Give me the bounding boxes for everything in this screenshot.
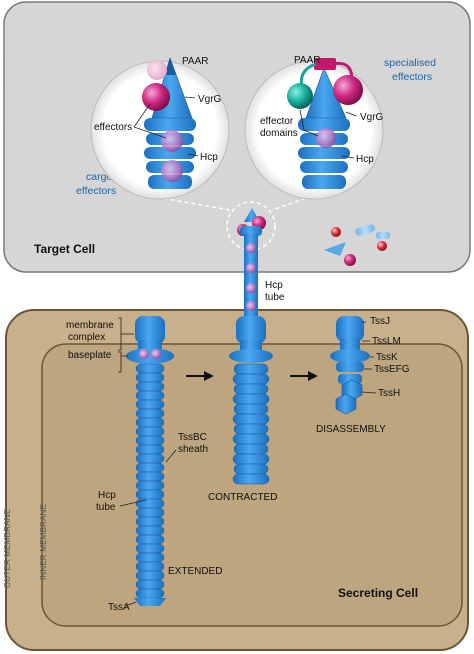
right-hcp-label: Hcp [356, 154, 374, 165]
contracted-sheath-ring [233, 423, 269, 435]
extended-sheath-ring [135, 534, 165, 545]
extended-sheath-ring [135, 381, 165, 392]
extended-machine [126, 316, 174, 606]
specialised-effectors-label-line1: specialised [384, 57, 436, 69]
disassembly-machine [330, 316, 370, 415]
left-paar-tip [165, 58, 176, 75]
arrow-extended-to-contracted [186, 371, 214, 381]
tssa-label: TssA [108, 602, 130, 613]
contracted-sheath-ring [232, 393, 270, 405]
right-zoom-sphere [244, 58, 384, 200]
right-paar-block [314, 58, 336, 70]
tssj-label: TssJ [370, 316, 390, 327]
extended-sheath-ring [135, 417, 165, 428]
arrow-contracted-to-disassembly [290, 371, 318, 381]
released-effectors [324, 224, 390, 266]
extended-sheath-ring [135, 435, 165, 446]
specialised-effectors-label-line2: effectors [392, 71, 432, 83]
extended-sheath-ring [135, 561, 165, 572]
left-paar-label: PAAR [182, 56, 209, 67]
extended-sheath-ring [135, 471, 165, 482]
left-effector-magenta [142, 83, 170, 111]
left-effectors-label: effectors [94, 122, 132, 133]
tssbc-sheath-label-line1: TssBC [178, 432, 207, 443]
cargo-effectors-label-line1: cargo [86, 171, 112, 183]
extended-sheath-ring [135, 588, 165, 599]
extended-sheath-ring [135, 372, 165, 383]
baseplate-label: baseplate [68, 350, 112, 361]
extended-sheath-ring [135, 444, 165, 455]
contracted-sheath-ring [233, 463, 269, 475]
right-effector-domain [316, 128, 336, 148]
outer-membrane-label: OUTER MEMBRANE [3, 509, 12, 588]
disassembly-state-label: DISASSEMBLY [316, 424, 386, 435]
target-cell-title: Target Cell [34, 242, 95, 256]
tssefg-label: TssEFG [374, 364, 410, 375]
secreting-cell-title: Secreting Cell [338, 586, 418, 600]
right-vgrg-label: VgrG [360, 112, 384, 123]
left-cargo-effector-2 [161, 160, 183, 182]
tsslm-label: TssLM [372, 336, 401, 347]
right-effector-magenta [333, 75, 363, 105]
extended-sheath-ring [135, 363, 165, 374]
extended-sheath-ring [135, 498, 165, 509]
extended-sheath-ring [135, 525, 165, 536]
extended-sheath-ring [135, 399, 165, 410]
tssbc-sheath-label-line2: sheath [178, 444, 208, 455]
right-effector-teal [287, 83, 313, 109]
contracted-sheath-ring [232, 413, 270, 425]
tssh-label: TssH [378, 388, 400, 399]
right-effector-label-line2: domains [260, 128, 298, 139]
contracted-sheath-ring [233, 443, 269, 455]
contracted-machine [229, 316, 273, 485]
extended-sheath-ring [135, 543, 165, 554]
contracted-sheath-ring [232, 473, 270, 485]
right-effector-label-line1: effector [260, 116, 294, 127]
extended-sheath-ring [135, 552, 165, 563]
membrane-complex-label-line1: membrane [66, 320, 114, 331]
cargo-effectors-label-line2: effectors [76, 185, 116, 197]
contracted-sheath-ring [232, 453, 270, 465]
extended-sheath-ring [135, 507, 165, 518]
extended-hcp-label-line1: Hcp [98, 490, 116, 501]
extended-sheath-ring [135, 516, 165, 527]
extended-sheath-ring [135, 570, 165, 581]
extended-sheath-ring [135, 579, 165, 590]
left-vgrg-label: VgrG [198, 94, 222, 105]
extended-sheath-ring [135, 408, 165, 419]
contracted-sheath-ring [233, 403, 269, 415]
hcp-tube-label-line2: tube [265, 292, 285, 303]
hcp-tube-extruded [244, 234, 258, 318]
contracted-state-label: CONTRACTED [208, 492, 277, 503]
extended-sheath-ring [135, 390, 165, 401]
protruding-tip [237, 208, 266, 236]
tssk-label: TssK [376, 352, 398, 363]
inner-membrane-label: INNER MEMBRANE [39, 504, 48, 580]
contracted-sheath-ring [233, 363, 269, 375]
extended-sheath-ring [135, 426, 165, 437]
extended-sheath-ring [135, 489, 165, 500]
extended-state-label: EXTENDED [168, 566, 222, 577]
left-zoom-sphere [90, 57, 230, 200]
extended-hcp-label-line2: tube [96, 502, 116, 513]
left-hcp-label: Hcp [200, 152, 218, 163]
extended-sheath-ring [135, 480, 165, 491]
extended-sheath-ring [135, 453, 165, 464]
left-cargo-effector-1 [161, 130, 183, 152]
contracted-sheath-ring [232, 433, 270, 445]
target-cell-background [3, 1, 471, 273]
left-effector-light [147, 60, 167, 80]
contracted-sheath-ring [232, 373, 270, 385]
membrane-complex-label-line2: complex [68, 332, 105, 343]
contracted-sheath-ring [233, 383, 269, 395]
hcp-tube-label-line1: Hcp [265, 280, 283, 291]
right-paar-label: PAAR [294, 55, 321, 66]
extended-sheath-ring [135, 462, 165, 473]
